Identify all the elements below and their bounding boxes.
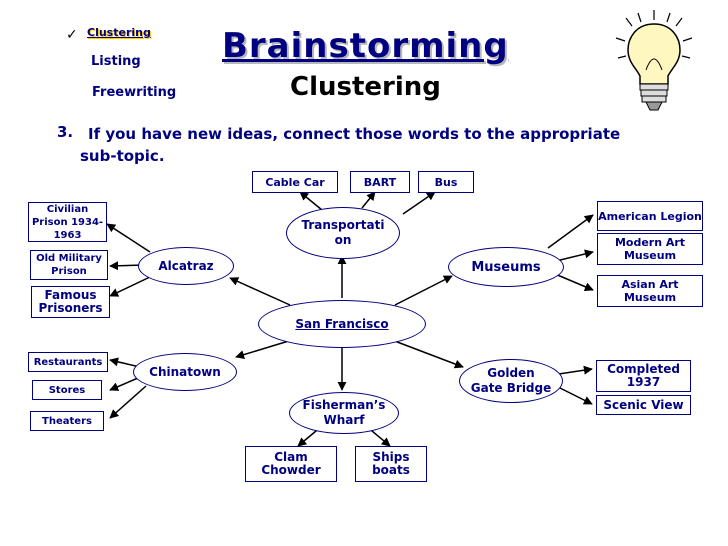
center-topic: San Francisco (258, 300, 426, 348)
center-topic-label: San Francisco (295, 316, 389, 331)
line-trans-cablecar (299, 191, 323, 211)
line-china-theaters (109, 385, 147, 419)
menu-item-listing[interactable]: Listing (91, 54, 141, 69)
detail-modern-art-museum: Modern Art Museum (597, 233, 703, 265)
detail-asian-art-museum: Asian Art Museum (597, 275, 703, 307)
subtopic-chinatown: Chinatown (133, 353, 237, 391)
subtopic-fishermans-wharf: Fisherman’s Wharf (289, 392, 399, 434)
page-title: Brainstorming (222, 26, 509, 66)
detail-theaters: Theaters (30, 411, 104, 431)
line-center-alcatraz (229, 277, 291, 306)
subtopic-golden-gate-label: Golden Gate Bridge (470, 366, 552, 395)
detail-bart: BART (350, 171, 410, 193)
checkmark-icon: ✓ (66, 27, 78, 43)
subtopic-alcatraz: Alcatraz (138, 247, 234, 285)
line-alcatraz-famous (109, 275, 153, 297)
line-center-chinatown (235, 339, 293, 359)
step-instruction: If you have new ideas, connect those wor… (80, 125, 621, 165)
page-subtitle: Clustering (290, 72, 441, 102)
menu-item-freewriting[interactable]: Freewriting (92, 85, 177, 100)
detail-restaurants: Restaurants (28, 352, 108, 372)
detail-ships-boats: Ships boats (355, 446, 427, 482)
detail-famous-prisoners: Famous Prisoners (31, 286, 110, 318)
line-museums-american (547, 214, 594, 249)
detail-bus: Bus (418, 171, 474, 193)
detail-scenic-view: Scenic View (596, 395, 691, 415)
line-center-golden-gate (391, 339, 464, 369)
detail-american-legion: American Legion (597, 201, 703, 231)
subtopic-transportation: Transportation (286, 207, 400, 259)
subtopic-transportation-label: Transportation (301, 218, 385, 247)
line-china-stores (109, 377, 139, 391)
detail-stores: Stores (32, 380, 102, 400)
line-center-museums (394, 275, 453, 306)
detail-civilian-prison: Civilian Prison 1934-1963 (28, 202, 107, 242)
detail-clam-chowder: Clam Chowder (245, 446, 337, 482)
detail-cable-car: Cable Car (252, 171, 338, 193)
subtopic-fishermans-wharf-label: Fisherman’s Wharf (302, 398, 386, 427)
step-number: 3. (57, 123, 74, 141)
subtopic-museums: Museums (448, 247, 564, 287)
line-trans-bart (361, 191, 376, 209)
detail-completed-1937: Completed 1937 (596, 360, 691, 392)
detail-old-military-prison: Old Military Prison (30, 250, 108, 280)
line-trans-bus (402, 191, 436, 215)
line-alcatraz-civilian (106, 223, 151, 253)
menu-item-clustering[interactable]: Clustering (87, 26, 151, 39)
lightbulb-icon (615, 10, 693, 111)
subtopic-golden-gate: Golden Gate Bridge (459, 359, 563, 403)
